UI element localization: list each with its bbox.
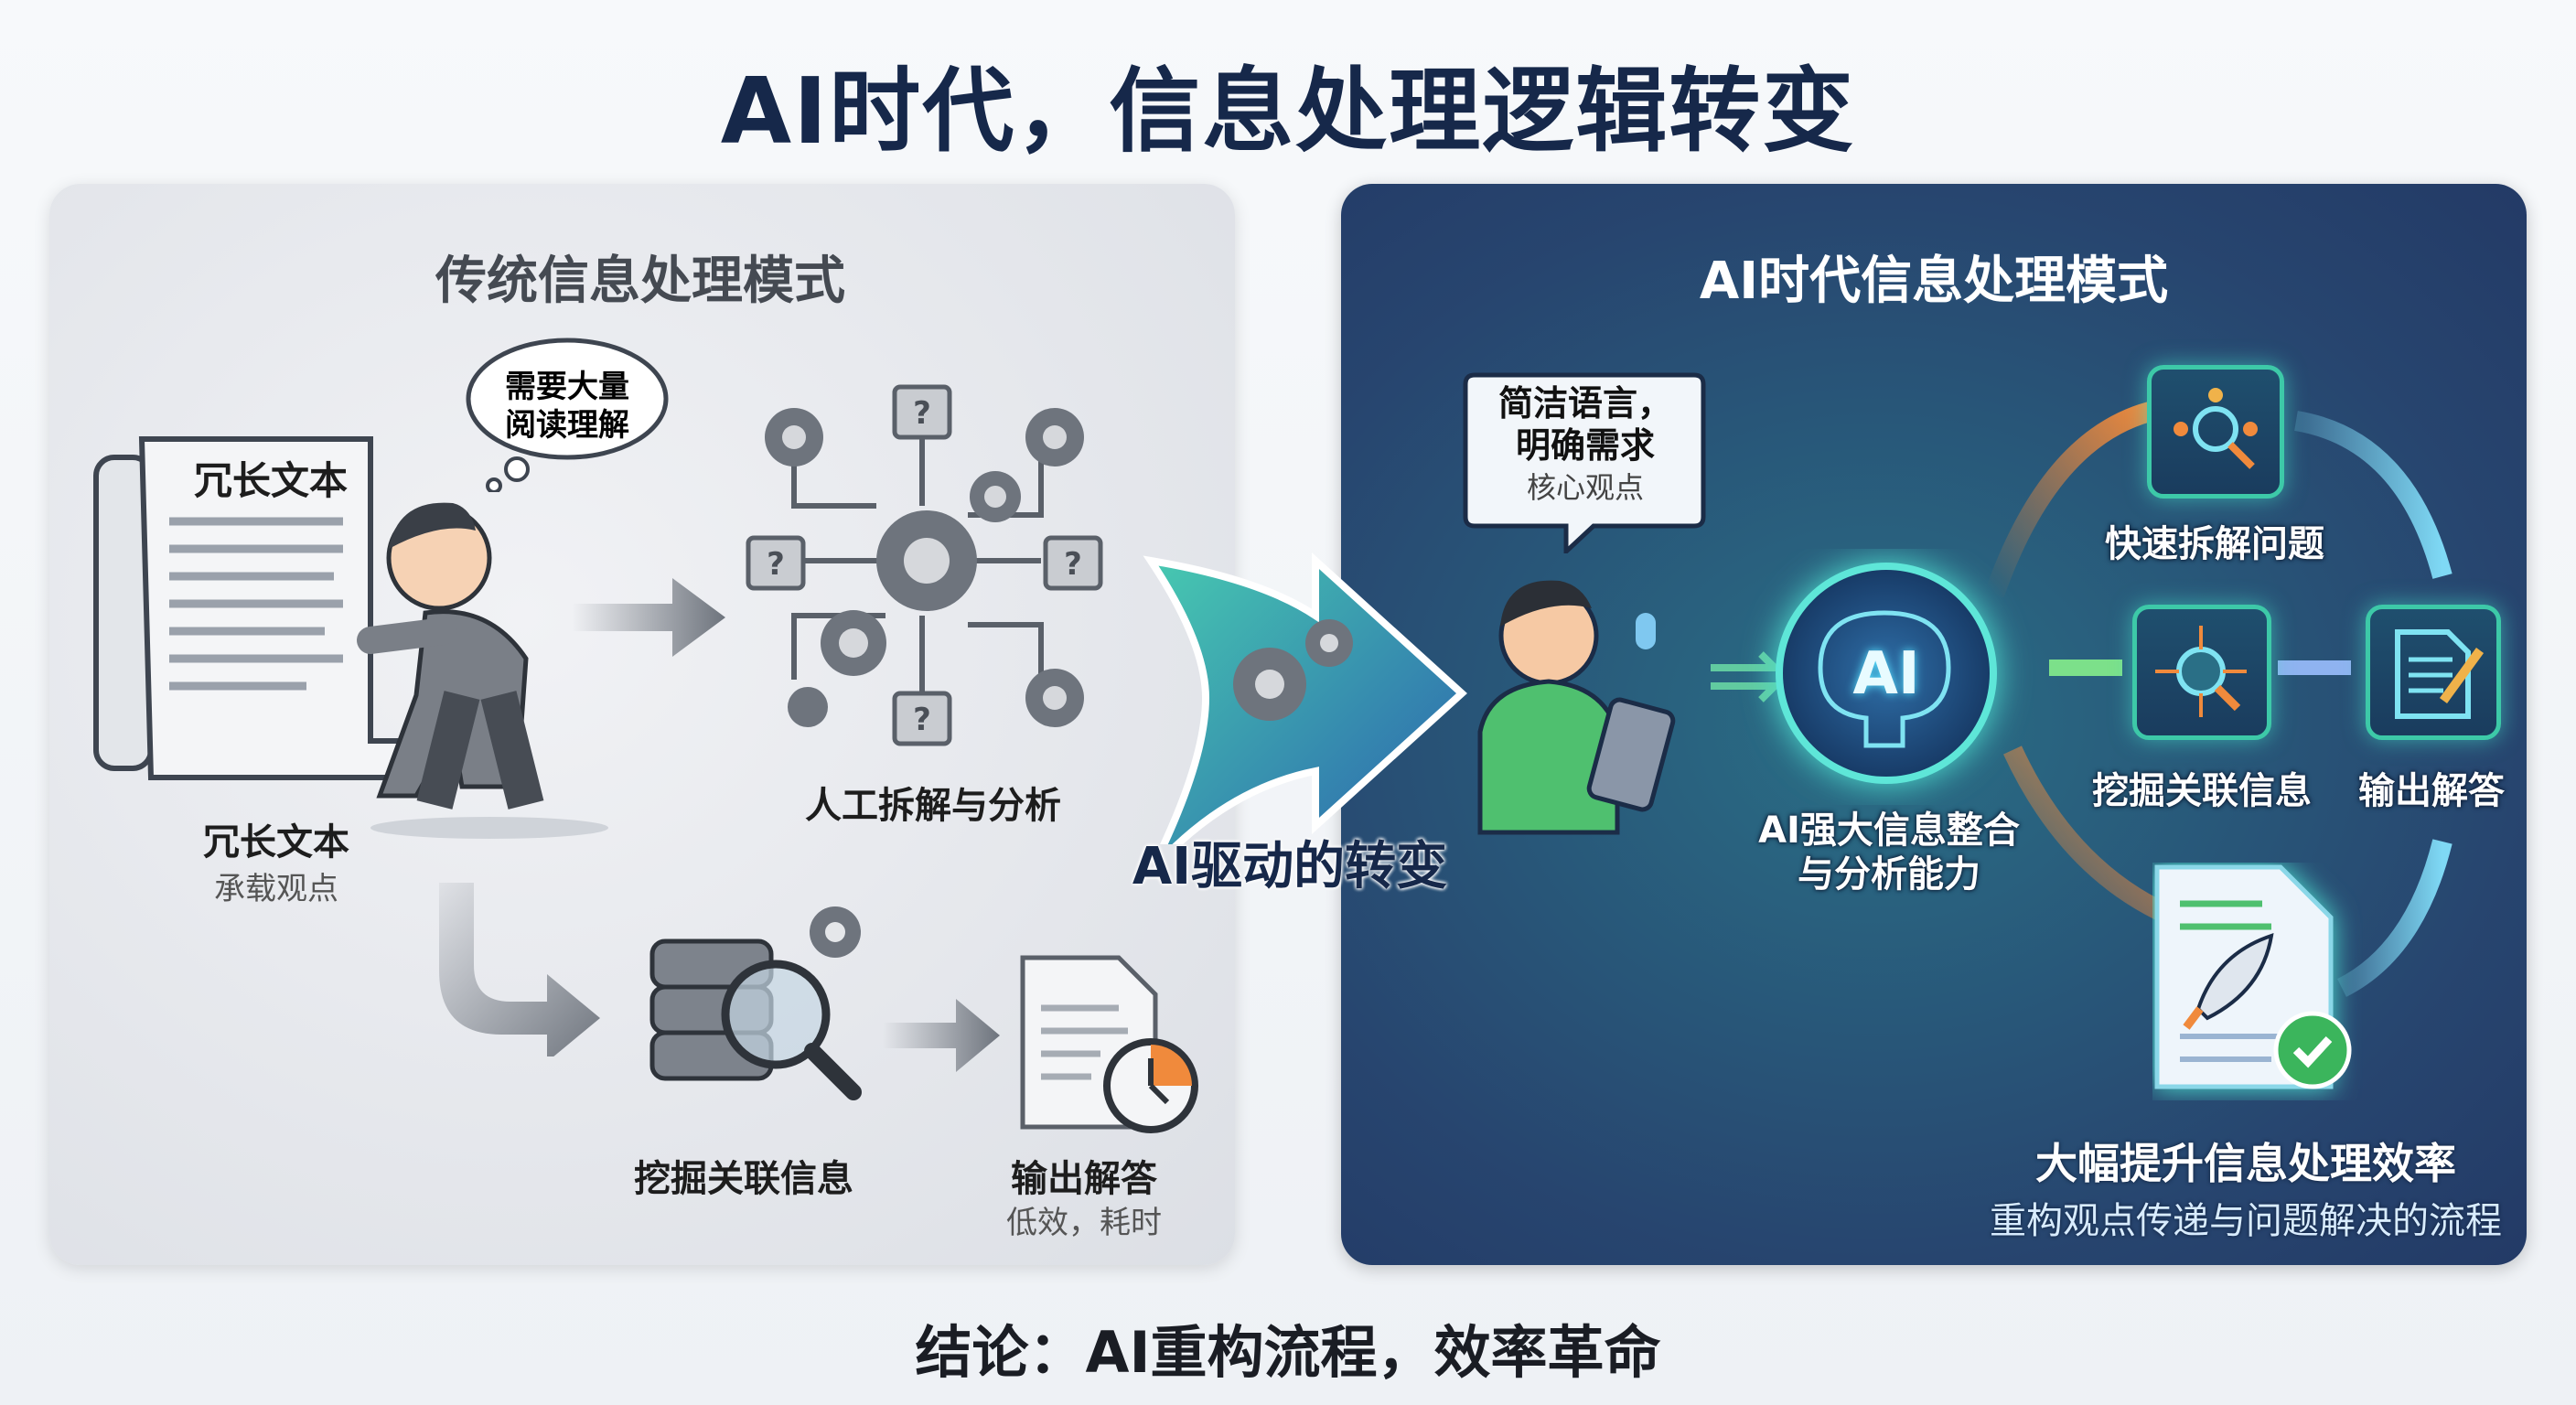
- stressed-person-icon: [357, 502, 608, 839]
- speech-line-2: 明确需求: [1515, 425, 1656, 466]
- output-sub: 低效，耗时: [1006, 1205, 1162, 1241]
- person-tablet-icon: [1477, 580, 1676, 835]
- svg-text:?: ?: [913, 395, 931, 432]
- curved-arrow-down-right-icon: [439, 883, 600, 1056]
- output-answer-icon: [2366, 605, 2501, 740]
- ai-brain-icon: [1711, 563, 1997, 784]
- text-caption: 冗长文本: [203, 821, 349, 863]
- transition-label: AI驱动的转变: [1132, 837, 1448, 896]
- brain-label-line-1: AI强大信息整合: [1758, 810, 2020, 852]
- brain-ai-text: AI: [1852, 640, 1920, 708]
- result-title: 大幅提升信息处理效率: [2035, 1139, 2456, 1188]
- database-search-icon: [649, 906, 862, 1100]
- thought-line-2: 阅读理解: [505, 407, 629, 444]
- mining-label: 挖掘关联信息: [634, 1158, 853, 1200]
- quick-decompose-icon: [2147, 365, 2284, 499]
- rocket-document-icon: [2154, 864, 2352, 1089]
- arrow-right-icon: [572, 578, 725, 657]
- scroll-label: 冗长文本: [193, 458, 349, 503]
- svg-text:?: ?: [1064, 546, 1082, 583]
- step-quick-decompose: 快速拆解问题: [2105, 523, 2324, 565]
- arrow-right-icon-2: [883, 999, 1000, 1072]
- brain-label-line-2: 与分析能力: [1798, 853, 1980, 896]
- document-stopwatch-icon: [1020, 955, 1198, 1133]
- text-subcaption: 承载观点: [214, 871, 338, 907]
- speech-bubble-icon: [1463, 372, 1706, 553]
- thought-bubble-text: 需要大量 阅读理解: [505, 368, 629, 445]
- conclusion: 结论：AI重构流程，效率革命: [915, 1319, 1661, 1386]
- svg-text:?: ?: [913, 702, 931, 738]
- speech-bubble-text: 简洁语言， 明确需求 核心观点: [1498, 382, 1672, 509]
- analysis-label: 人工拆解与分析: [805, 785, 1061, 827]
- mining-relations-icon: [2132, 605, 2271, 740]
- svg-text:?: ?: [767, 546, 785, 583]
- brain-label: AI强大信息整合 与分析能力: [1758, 809, 2020, 896]
- flow-arrows-icon: [1984, 402, 2453, 997]
- ai-heading: AI时代信息处理模式: [1699, 252, 2169, 311]
- traditional-heading: 传统信息处理模式: [435, 252, 845, 311]
- step-mining-relations: 挖掘关联信息: [2092, 770, 2312, 812]
- speech-line-1: 简洁语言，: [1497, 383, 1673, 424]
- thought-line-1: 需要大量: [505, 369, 629, 405]
- step-output-answer: 输出解答: [2358, 770, 2505, 812]
- output-label: 输出解答: [1011, 1158, 1157, 1200]
- gear-network-icon: ????: [746, 384, 1103, 746]
- thought-bubble-icon: [466, 338, 669, 492]
- result-subtitle: 重构观点传递与问题解决的流程: [1990, 1200, 2502, 1242]
- page-title: AI时代，信息处理逻辑转变: [720, 58, 1856, 165]
- transition-arrow-icon: [1143, 552, 1467, 844]
- speech-line-3: 核心观点: [1526, 470, 1645, 505]
